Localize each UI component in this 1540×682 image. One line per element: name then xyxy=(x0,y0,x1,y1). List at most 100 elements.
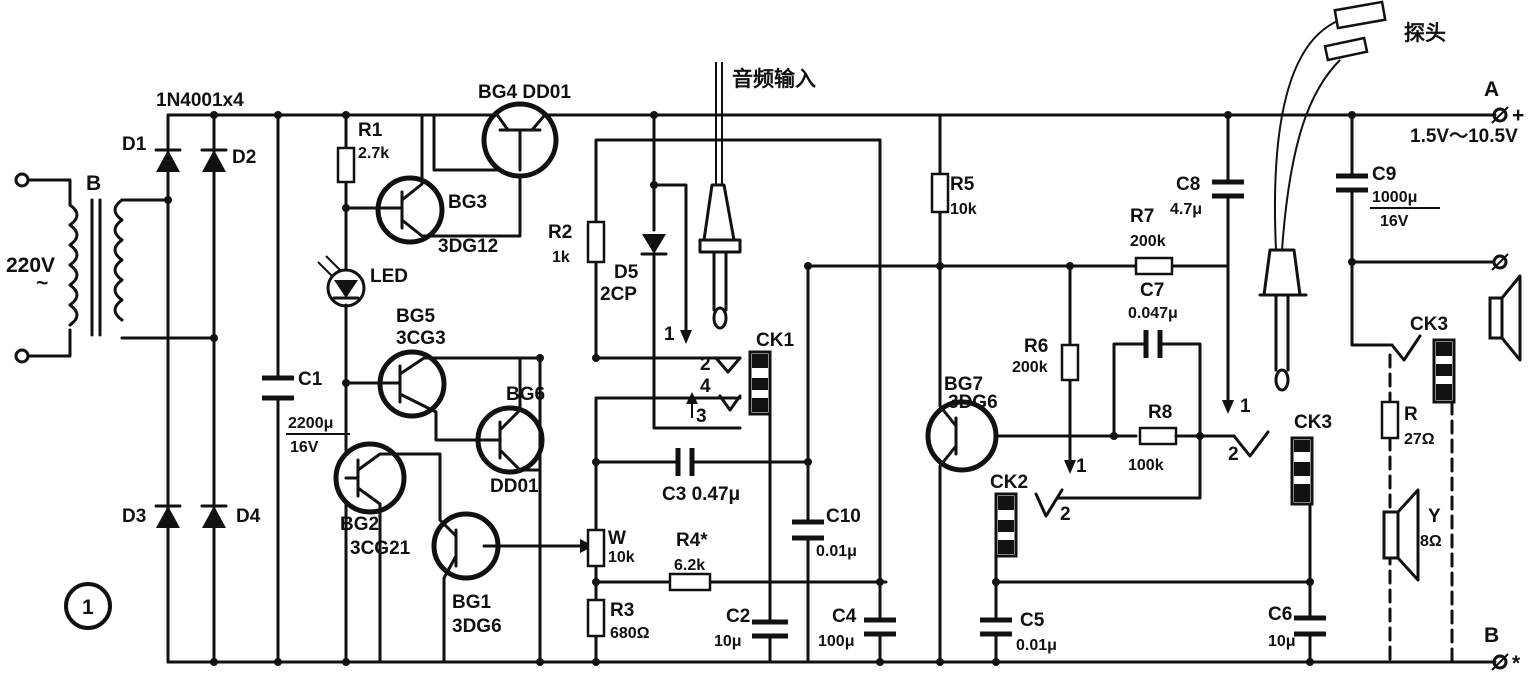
w-value: 10k xyxy=(608,549,635,566)
bg2-label: BG2 xyxy=(340,514,379,535)
c5-value: 0.01μ xyxy=(1016,637,1057,654)
c4-label: C4 xyxy=(832,606,857,627)
bg6-type: DD01 xyxy=(490,476,539,497)
ck2-pin1: 1 xyxy=(1076,456,1087,477)
r5-value: 10k xyxy=(950,201,977,218)
bg3-label: BG3 xyxy=(448,192,487,213)
preamp-section: R5 10k R7 200k C8 4.7μ 1 R6 200k 1 BG7 3… xyxy=(804,111,1251,666)
bg5-label: BG5 xyxy=(396,306,436,327)
figure-number-label: 1 xyxy=(82,596,94,619)
input-section: R2 1k D5 2CP 音频输入 CK1 xyxy=(548,62,896,666)
ck1-label: CK1 xyxy=(756,330,794,351)
bg7-type: 3DG6 xyxy=(948,392,998,413)
terminal-b-star: * xyxy=(1512,652,1521,675)
c9-value: 1000μ xyxy=(1372,189,1417,206)
c9-label: C9 xyxy=(1372,164,1396,185)
ck2-label: CK2 xyxy=(990,472,1028,493)
r5-label: R5 xyxy=(950,174,975,195)
output-section: C9 1000μ 16V CK3 R 27Ω Y 8Ω A + 1. xyxy=(1336,78,1524,675)
r2-value: 1k xyxy=(552,249,570,266)
probe-label: 探头 xyxy=(1404,22,1446,45)
jack-ck1: CK1 1 2 4 3 xyxy=(664,324,794,622)
bg3-type: 3DG12 xyxy=(438,236,498,257)
c10-label: C10 xyxy=(826,506,861,527)
ck3-pin1-top: 1 xyxy=(1240,396,1251,417)
c1-voltage: 16V xyxy=(290,439,319,456)
r-value: 27Ω xyxy=(1404,431,1435,448)
c5-label: C5 xyxy=(1020,610,1045,631)
c2-value: 10μ xyxy=(714,633,742,650)
d1-label: D1 xyxy=(122,134,147,155)
r7-label: R7 xyxy=(1130,206,1154,227)
r8-value: 100k xyxy=(1128,457,1164,474)
figure-number: 1 xyxy=(64,582,112,630)
c1-value: 2200μ xyxy=(288,415,333,432)
led-label: LED xyxy=(370,266,408,287)
c2-label: C2 xyxy=(726,606,750,627)
mains-input: 220V ~ B xyxy=(6,172,216,364)
r6-value: 200k xyxy=(1012,359,1048,376)
supply-voltage-label: 1.5V～10.5V xyxy=(1410,126,1518,147)
bg6-label: BG6 xyxy=(506,384,545,405)
capacitor-c1: C1 2200μ 16V xyxy=(262,111,350,666)
bg1-type: 3DG6 xyxy=(452,616,502,637)
c3-label: C3 0.47μ xyxy=(662,484,740,505)
c6-value: 10μ xyxy=(1268,633,1296,650)
c4-value: 100μ xyxy=(818,633,854,650)
speaker-y: Y 8Ω xyxy=(1382,488,1442,582)
d5-type: 2CP xyxy=(600,284,637,305)
c10-value: 0.01μ xyxy=(816,543,857,560)
r3-value: 680Ω xyxy=(610,625,650,642)
transformer-label: B xyxy=(86,172,101,195)
r1-label: R1 xyxy=(358,120,383,141)
c6-label: C6 xyxy=(1268,604,1292,625)
audio-input-plug: 音频输入 xyxy=(698,62,816,330)
r-label: R xyxy=(1404,404,1418,425)
r8-label: R8 xyxy=(1148,402,1172,423)
r4-label: R4* xyxy=(676,530,708,551)
r4-value: 6.2k xyxy=(674,557,705,574)
ck1-pin2: 2 xyxy=(700,354,711,375)
ck3-mid-label: CK3 xyxy=(1294,412,1332,433)
d5-label: D5 xyxy=(614,262,639,283)
mains-voltage-label: 220V xyxy=(6,254,55,277)
ck2-pin2: 2 xyxy=(1060,504,1071,525)
r6-label: R6 xyxy=(1024,336,1048,357)
probe: 探头 xyxy=(1258,0,1446,392)
d2-label: D2 xyxy=(232,147,256,168)
ck1-pin1: 1 xyxy=(664,324,675,345)
bg7-label: BG7 xyxy=(944,374,983,395)
diodes-type-label: 1N4001x4 xyxy=(156,90,244,111)
r1-value: 2.7k xyxy=(358,145,389,162)
w-label: W xyxy=(608,528,626,549)
audio-input-label: 音频输入 xyxy=(732,67,816,91)
bg5-type: 3CG3 xyxy=(396,328,446,349)
c7-value: 0.047μ xyxy=(1128,305,1178,322)
y-label: Y xyxy=(1428,506,1441,527)
c8-value: 4.7μ xyxy=(1170,201,1202,218)
terminal-a-plus: + xyxy=(1512,104,1524,127)
r2-label: R2 xyxy=(548,222,572,243)
mains-tilde: ~ xyxy=(36,272,48,295)
r3-label: R3 xyxy=(610,600,634,621)
jack-ck3-middle: 2 CK3 C6 10μ xyxy=(1228,412,1332,666)
terminal-a-label: A xyxy=(1484,78,1499,101)
d3-label: D3 xyxy=(122,506,146,527)
ck3-mid-pin2: 2 xyxy=(1228,444,1239,465)
d4-label: D4 xyxy=(236,506,261,527)
bg1-label: BG1 xyxy=(452,592,492,613)
jack-ck2: CK2 C5 0.01μ xyxy=(980,472,1312,666)
c9-voltage: 16V xyxy=(1380,213,1409,230)
ck1-pin3: 3 xyxy=(696,406,707,427)
ck3-out-label: CK3 xyxy=(1410,314,1448,335)
y-value: 8Ω xyxy=(1420,533,1442,550)
c1-label: C1 xyxy=(298,369,323,390)
output-transistors: BG5 3CG3 BG6 DD01 BG2 3CG21 BG1 3DG6 xyxy=(333,306,594,666)
ck1-pin4: 4 xyxy=(700,376,711,397)
regulator-section: R1 2.7k LED BG3 3DG12 BG4 DD01 xyxy=(317,82,571,666)
c8-label: C8 xyxy=(1176,174,1200,195)
bridge-rectifier: 1N4001x4 D1 D2 D3 D4 xyxy=(122,90,261,666)
c7-label: C7 xyxy=(1140,280,1164,301)
bg2-type: 3CG21 xyxy=(350,538,411,559)
